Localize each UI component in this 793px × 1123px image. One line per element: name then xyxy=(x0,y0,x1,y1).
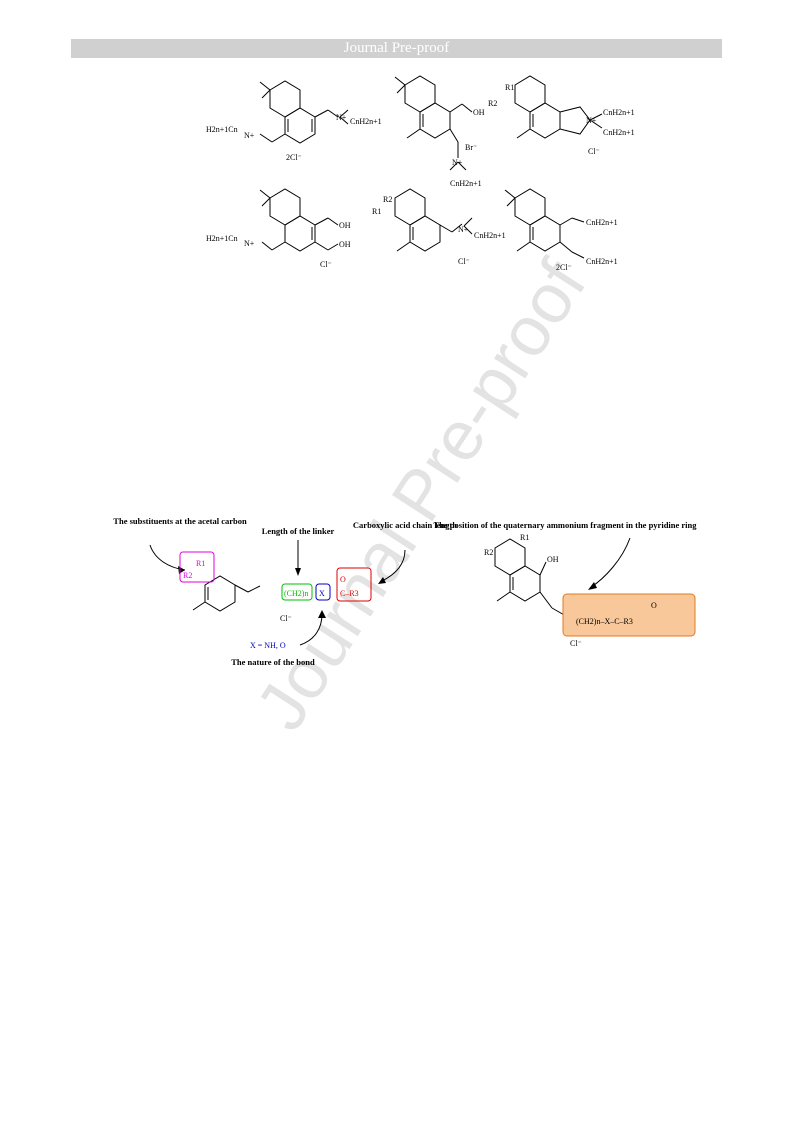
mol2-chain: CnH2n+1 xyxy=(450,179,482,188)
mol3-r1: R1 xyxy=(505,83,514,92)
mol4-oh-bottom: OH xyxy=(339,240,351,249)
left-carbonyl-o: O xyxy=(340,575,346,584)
right-fragment: (CH2)n–X–C–R3 xyxy=(576,617,633,626)
mol3-counterion: Cl⁻ xyxy=(588,147,600,156)
right-r1: R1 xyxy=(520,533,529,542)
mol5-r1: R1 xyxy=(372,207,381,216)
mol4-counterion: Cl⁻ xyxy=(320,260,332,269)
label-acid-chain: Carboxylic acid chain length xyxy=(353,520,457,530)
x-definition: X = NH, O xyxy=(250,641,286,650)
mol2-counterion: Br⁻ xyxy=(465,143,477,152)
mol1-chain-left: H2n+1Cn xyxy=(206,125,238,134)
mol1-n-plus-right: N+ xyxy=(336,113,347,122)
mol4-chain-left: H2n+1Cn xyxy=(206,234,238,243)
left-carbonyl: C–R3 xyxy=(340,589,359,598)
journal-header-banner: Journal Pre-proof xyxy=(71,39,722,58)
label-ammonium-position: The position of the quaternary ammonium … xyxy=(433,520,697,530)
mol3-chain-bottom: CnH2n+1 xyxy=(603,128,635,137)
right-counterion: Cl⁻ xyxy=(570,639,582,648)
mol3-n-plus: N+ xyxy=(586,116,597,125)
mol6-chain-top: CnH2n+1 xyxy=(586,218,618,227)
right-carbonyl-o: O xyxy=(651,601,657,610)
label-acetal-substituents: The substituents at the acetal carbon xyxy=(113,516,247,526)
mol1-chain-right: CnH2n+1 xyxy=(350,117,382,126)
label-bond-nature: The nature of the bond xyxy=(231,657,315,667)
molecule-3 xyxy=(514,75,603,139)
left-r1: R1 xyxy=(196,559,205,568)
molecule-6 xyxy=(504,188,585,259)
mol2-n-plus: N+ xyxy=(452,158,463,167)
left-linker: (CH2)n xyxy=(284,589,308,598)
molecule-1 xyxy=(259,80,349,144)
acetal-box xyxy=(179,551,215,583)
label-linker-length: Length of the linker xyxy=(262,526,335,536)
left-counterion: Cl⁻ xyxy=(280,614,292,623)
mol5-n-plus: N+ xyxy=(458,225,469,234)
mol1-n-plus: N+ xyxy=(244,131,255,140)
mol5-counterion: Cl⁻ xyxy=(458,257,470,266)
right-oh: OH xyxy=(547,555,559,564)
ammonium-fragment-box xyxy=(562,593,696,637)
mol3-r2: R2 xyxy=(488,99,497,108)
mol3-chain-top: CnH2n+1 xyxy=(603,108,635,117)
mol1-counterion: 2Cl⁻ xyxy=(286,153,302,162)
linker-box xyxy=(281,583,313,601)
right-r2: R2 xyxy=(484,548,493,557)
figure-1-structures: H2n+1Cn N+ N+ CnH2n+1 2Cl⁻ OH Br⁻ N+ CnH… xyxy=(206,75,635,272)
mol6-chain-bottom: CnH2n+1 xyxy=(586,257,618,266)
mol4-n-plus: N+ xyxy=(244,239,255,248)
left-x: X xyxy=(319,589,325,598)
molecule-4 xyxy=(259,188,339,252)
acid-box xyxy=(336,567,372,602)
mol6-counterion: 2Cl⁻ xyxy=(556,263,572,272)
molecule-2 xyxy=(394,75,473,171)
mol2-oh: OH xyxy=(473,108,485,117)
molecule-5 xyxy=(394,188,473,252)
left-r2: R2 xyxy=(183,571,192,580)
x-box xyxy=(315,583,331,601)
mol5-r2: R2 xyxy=(383,195,392,204)
figure-2-sar-scheme: The substituents at the acetal carbon Le… xyxy=(113,516,697,667)
mol4-oh-top: OH xyxy=(339,221,351,230)
mol5-chain: CnH2n+1 xyxy=(474,231,506,240)
